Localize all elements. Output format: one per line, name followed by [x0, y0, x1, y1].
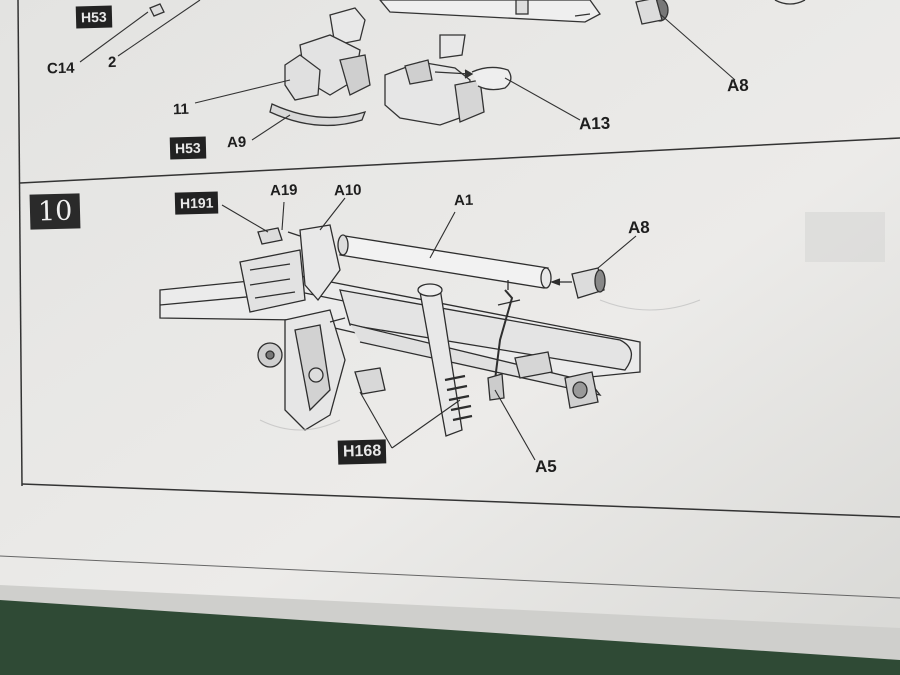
upper-leader-lines	[79, 0, 736, 141]
bleed-through-print	[259, 212, 885, 431]
part-label-a19: A19	[269, 181, 298, 200]
part-label-a5: A5	[534, 456, 557, 477]
part-label-a9: A9	[226, 133, 247, 152]
part-label-h168: H168	[337, 439, 387, 465]
step10-drawing	[159, 224, 641, 437]
part-label-a1: A1	[453, 191, 474, 210]
part-label-11: 11	[172, 100, 190, 119]
part-label-h53-bottom: H53	[169, 136, 206, 160]
step-number: 10	[29, 193, 81, 230]
part-label-2: 2	[107, 53, 117, 72]
part-label-h191: H191	[174, 191, 219, 215]
part-label-h53-top: H53	[75, 5, 112, 29]
upper-step-drawing	[149, 0, 806, 127]
step10-leader-lines	[221, 197, 637, 461]
paper-underlayer	[0, 585, 900, 660]
part-label-a8: A8	[627, 217, 650, 238]
part-label-c14: C14	[46, 59, 75, 78]
part-label-a10: A10	[333, 181, 362, 200]
part-label-a8-upper: A8	[726, 75, 749, 96]
part-label-a13: A13	[578, 113, 611, 134]
